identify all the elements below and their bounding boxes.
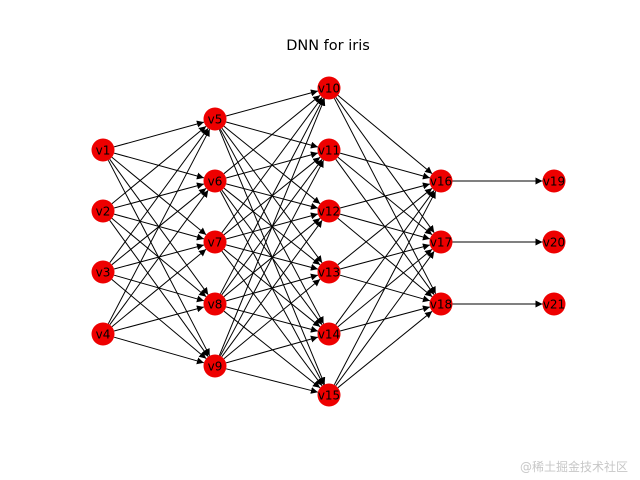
edge-v15-v16 [333,190,437,386]
node-label-v21: v21 [543,298,565,312]
node-label-v20: v20 [543,236,565,250]
node-v11: v11 [317,138,341,162]
edge-v2-v5 [111,125,207,205]
nodes-layer: v1 v2 v3 v4 v5 v6 v7 v8 v9 v10 v11 v12 v13 v14 v15 v16 v… [91,76,566,407]
edge-v9-v10 [218,98,326,356]
node-label-v11: v11 [318,144,340,158]
node-label-v1: v1 [96,144,111,158]
node-label-v17: v17 [430,236,452,250]
edge-v14-v16 [335,190,435,325]
node-v21: v21 [542,292,566,316]
edge-v4-v9 [113,336,205,365]
edge-v9-v15 [225,368,319,394]
node-circle-v8 [203,292,227,316]
node-v4: v4 [91,322,115,346]
edge-v10-v16 [337,94,433,175]
node-v20: v20 [542,230,566,254]
node-v8: v8 [203,292,227,316]
node-circle-v4 [91,322,115,346]
node-label-v16: v16 [430,175,452,189]
node-v7: v7 [203,230,227,254]
node-circle-v15 [317,383,341,407]
node-circle-v5 [203,107,227,131]
node-circle-v2 [91,199,115,223]
edge-v7-v10 [221,96,323,234]
edge-v4-v5 [107,128,211,325]
node-label-v15: v15 [318,389,340,403]
node-circle-v12 [317,199,341,223]
node-v5: v5 [203,107,227,131]
edge-v9-v11 [219,159,325,357]
node-circle-v17 [429,230,453,254]
node-circle-v9 [203,354,227,378]
node-v12: v12 [317,199,341,223]
edge-v1-v5 [113,120,205,148]
edge-v4-v8 [113,305,205,332]
diagram-title: DNN for iris [286,38,370,54]
node-label-v13: v13 [318,266,340,280]
node-circle-v13 [317,260,341,284]
node-label-v18: v18 [430,298,452,312]
edge-v15-v17 [335,251,435,386]
node-v2: v2 [91,199,115,223]
node-v18: v18 [429,292,453,316]
node-circle-v3 [91,260,115,284]
node-v15: v15 [317,383,341,407]
node-circle-v14 [317,322,341,346]
node-v19: v19 [542,169,566,193]
node-v3: v3 [91,260,115,284]
node-circle-v21 [542,292,566,316]
edge-v9-v13 [223,278,321,360]
edge-v4-v7 [111,248,207,328]
edge-v5-v10 [225,89,319,117]
edge-v8-v10 [219,97,325,295]
node-v1: v1 [91,138,115,162]
edge-v4-v6 [109,190,209,325]
node-label-v7: v7 [208,236,223,250]
node-v17: v17 [429,230,453,254]
node-v14: v14 [317,322,341,346]
node-v10: v10 [317,76,341,100]
node-label-v19: v19 [543,175,565,189]
node-v16: v16 [429,169,453,193]
node-label-v8: v8 [208,298,223,312]
node-circle-v1 [91,138,115,162]
watermark-text: @稀土掘金技术社区 [520,459,628,474]
edge-v12-v16 [339,182,431,209]
edge-v9-v12 [221,220,323,357]
edge-v3-v5 [109,128,209,263]
node-circle-v16 [429,169,453,193]
edge-v11-v16 [339,152,431,180]
node-label-v2: v2 [96,205,111,219]
edge-v15-v18 [337,310,433,389]
node-v9: v9 [203,354,227,378]
node-circle-v7 [203,230,227,254]
node-label-v6: v6 [208,175,223,189]
node-circle-v18 [429,292,453,316]
node-label-v14: v14 [318,328,340,342]
edges-layer [107,89,543,394]
node-v6: v6 [203,169,227,193]
node-circle-v11 [317,138,341,162]
edge-v9-v14 [225,335,319,364]
node-label-v3: v3 [96,266,111,280]
edge-v6-v10 [223,94,321,175]
node-label-v10: v10 [318,82,340,96]
node-circle-v20 [542,230,566,254]
node-circle-v10 [317,76,341,100]
node-label-v12: v12 [318,205,340,219]
node-v13: v13 [317,260,341,284]
node-circle-v6 [203,169,227,193]
edge-v13-v16 [337,187,433,266]
node-label-v5: v5 [208,113,223,127]
node-label-v9: v9 [208,360,223,374]
node-label-v4: v4 [96,328,111,342]
node-circle-v19 [542,169,566,193]
